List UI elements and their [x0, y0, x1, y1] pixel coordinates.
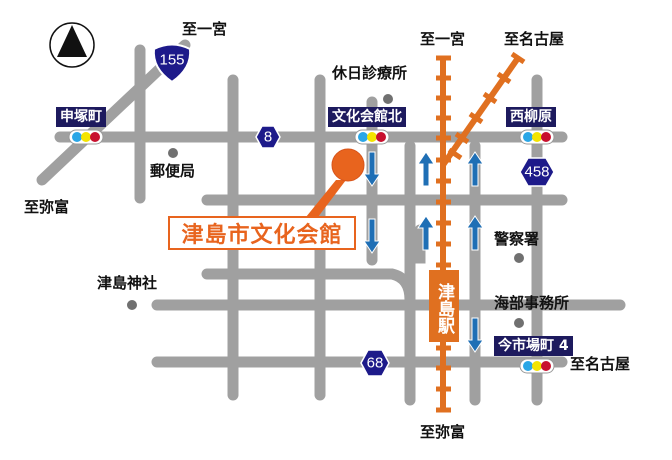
- svg-text:458: 458: [524, 164, 549, 181]
- north-arrow-icon: [49, 22, 95, 68]
- signal-bunka-kaikan-kita: 文化会館北: [328, 107, 406, 127]
- route-68-shield: 68: [360, 349, 390, 377]
- direction-top-left: 至一宮: [182, 20, 228, 38]
- landmark-dots: [127, 94, 524, 328]
- signal-moushizukacho: 申塚町: [56, 107, 106, 127]
- traffic-lights: [68, 129, 555, 374]
- landmark-post-office: 郵便局: [150, 162, 196, 180]
- signal-imaichibacho-4: 今市場町 4: [494, 336, 573, 356]
- venue-label: 津島市文化会館: [168, 216, 356, 250]
- direction-top-right: 至名古屋: [504, 30, 565, 48]
- svg-text:68: 68: [367, 355, 384, 372]
- svg-text:8: 8: [264, 129, 272, 146]
- route-155-shield: 155: [152, 43, 192, 84]
- landmark-tsushima-shrine: 津島神社: [97, 274, 158, 292]
- route-458-shield: 458: [519, 157, 555, 187]
- svg-text:155: 155: [159, 52, 184, 69]
- one-way-arrows: [363, 151, 484, 353]
- landmark-police-station: 警察署: [494, 230, 540, 248]
- station-tsushima: 津島駅: [429, 270, 459, 342]
- landmark-holiday-clinic: 休日診療所: [332, 64, 408, 82]
- venue-pin-icon: [306, 148, 365, 217]
- route-8-shield: 8: [255, 125, 281, 149]
- rail-line: [436, 51, 526, 413]
- landmark-ama-office: 海部事務所: [494, 294, 570, 312]
- direction-bottom: 至弥富: [420, 423, 466, 441]
- signal-nishiyanagihara: 西柳原: [506, 107, 556, 127]
- direction-left: 至弥富: [24, 198, 70, 216]
- direction-top-rail: 至一宮: [420, 30, 466, 48]
- direction-bottom-right: 至名古屋: [570, 355, 631, 373]
